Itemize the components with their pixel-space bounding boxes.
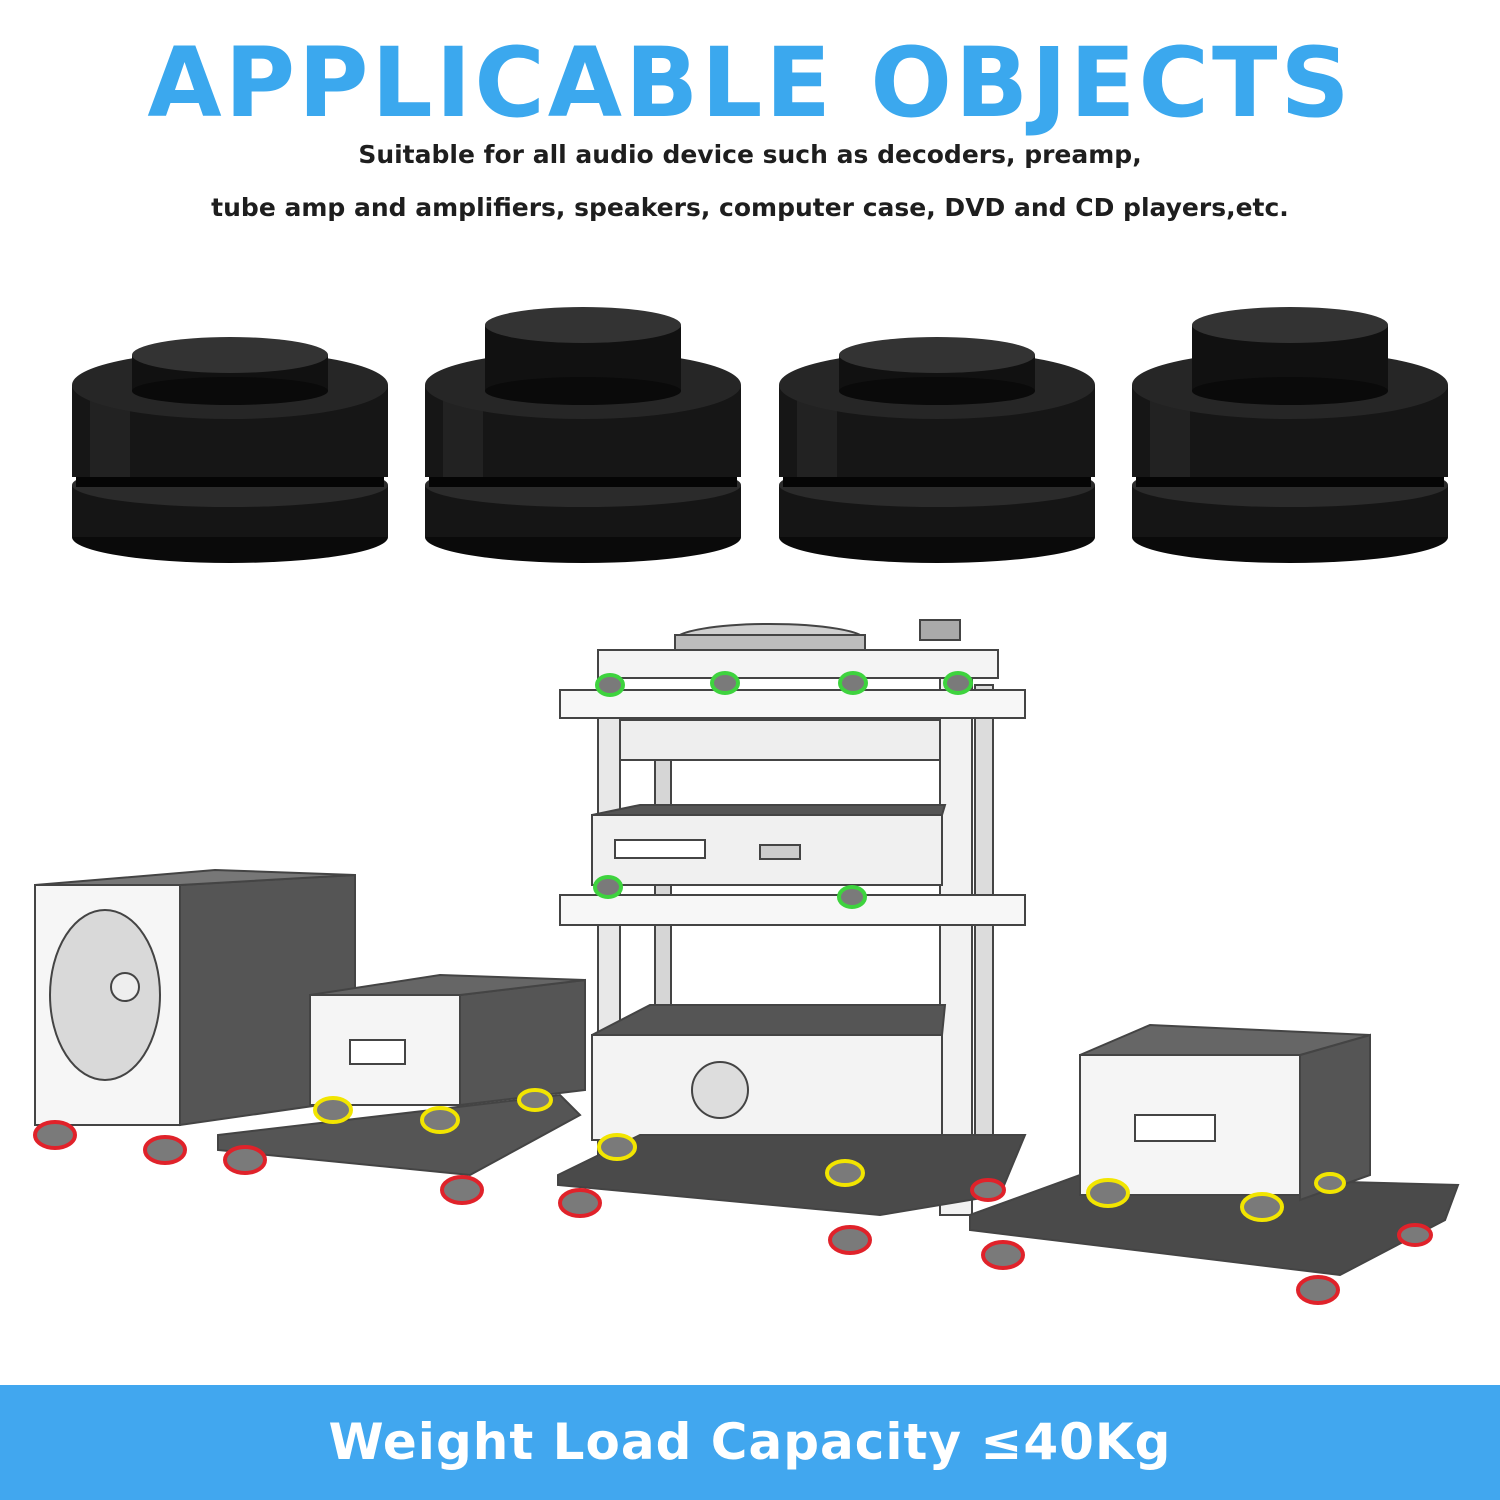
weight-capacity-banner: Weight Load Capacity ≤40Kg (0, 1385, 1500, 1500)
page-title: APPLICABLE OBJECTS (147, 27, 1353, 139)
isolation-foot-image (72, 337, 388, 563)
subtitle-line-1: Suitable for all audio device such as de… (358, 140, 1142, 169)
isolation-foot-image (778, 337, 1095, 563)
isolation-foot-image (1131, 307, 1448, 563)
isolation-foot-image (425, 307, 742, 563)
subtitle-line-2: tube amp and amplifiers, speakers, compu… (211, 193, 1289, 222)
product-row (70, 275, 1450, 565)
weight-capacity-text: Weight Load Capacity ≤40Kg (328, 1413, 1172, 1471)
audio-equipment-illustration (33, 619, 1460, 1305)
